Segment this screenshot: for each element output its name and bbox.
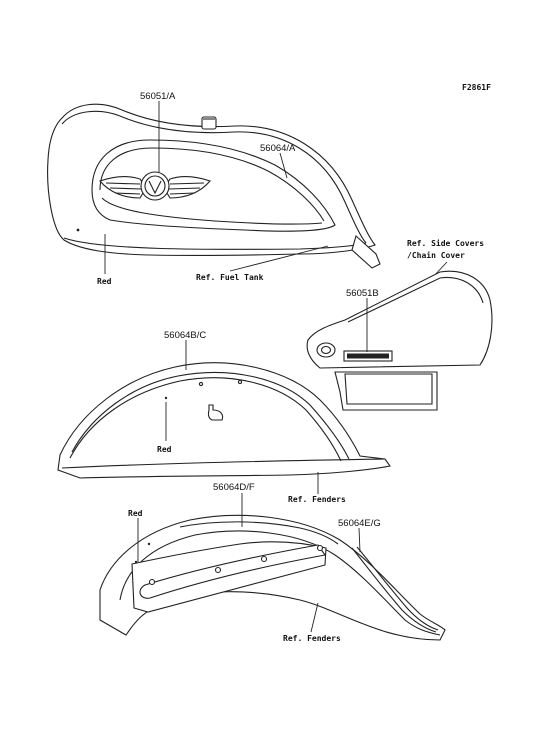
label-56051b: 56051B	[346, 288, 379, 299]
label-56064e-g: 56064E/G	[338, 518, 381, 529]
figure-code: F2861F	[462, 83, 491, 92]
label-tank-red: Red	[97, 277, 112, 286]
label-56064-a: 56064/A	[260, 143, 296, 154]
label-ref-fuel-tank: Ref. Fuel Tank	[196, 273, 264, 282]
label-rear-red: Red	[128, 509, 143, 518]
label-ref-fenders-2: Ref. Fenders	[283, 634, 341, 643]
label-56064b-c: 56064B/C	[164, 330, 206, 341]
label-chain-cover: /Chain Cover	[407, 250, 465, 260]
side-cover-drawing	[306, 270, 493, 411]
label-56064d-f: 56064D/F	[213, 482, 255, 493]
label-front-red: Red	[157, 445, 172, 454]
fuel-tank-drawing	[47, 103, 381, 269]
label-56051-a: 56051/A	[140, 91, 176, 102]
tank-emblem	[99, 171, 211, 201]
label-ref-fenders-1: Ref. Fenders	[288, 495, 346, 504]
front-fender-drawing	[57, 362, 391, 479]
rear-fender-drawing	[99, 514, 446, 641]
side-cover-emblem	[343, 350, 393, 362]
label-ref-side-covers: Ref. Side Covers	[407, 238, 484, 248]
